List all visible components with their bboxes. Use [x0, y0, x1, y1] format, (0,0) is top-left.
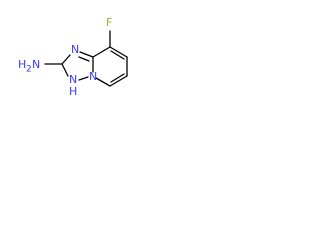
bond-c8a-ntop — [79, 51, 94, 58]
bond-ntop-c2 — [61, 54, 71, 65]
bond-c8a-c8 — [92, 46, 111, 58]
atom-fluorine: F — [106, 16, 112, 29]
atom-nitrogen-bridge: N — [89, 70, 97, 83]
atom-nitrogen-top: N — [71, 43, 79, 56]
bond-c6-c5 — [109, 75, 128, 87]
bond-c8a-ntop-double — [78, 56, 90, 62]
atom-amine-n: N — [32, 58, 40, 71]
bond-nh-nbridge — [78, 76, 89, 81]
bond-c5-nbridge — [95, 77, 111, 87]
atom-hydrogen-nh: H — [69, 85, 77, 98]
chemical-structure-diagram: F N N N H H 2 N — [18, 16, 128, 98]
bond-c8-c7-double — [110, 50, 125, 60]
atom-nitrogen-nh: N — [69, 73, 77, 86]
bond-c2-nh — [61, 63, 69, 77]
bond-c6-c5-double — [110, 73, 125, 83]
bond-c8-c7 — [109, 46, 128, 58]
atom-amine-h-subscript: 2 — [26, 65, 32, 75]
triazole-ring — [61, 51, 94, 81]
pyridine-ring — [92, 46, 128, 87]
atom-amine-h: H — [18, 58, 26, 71]
